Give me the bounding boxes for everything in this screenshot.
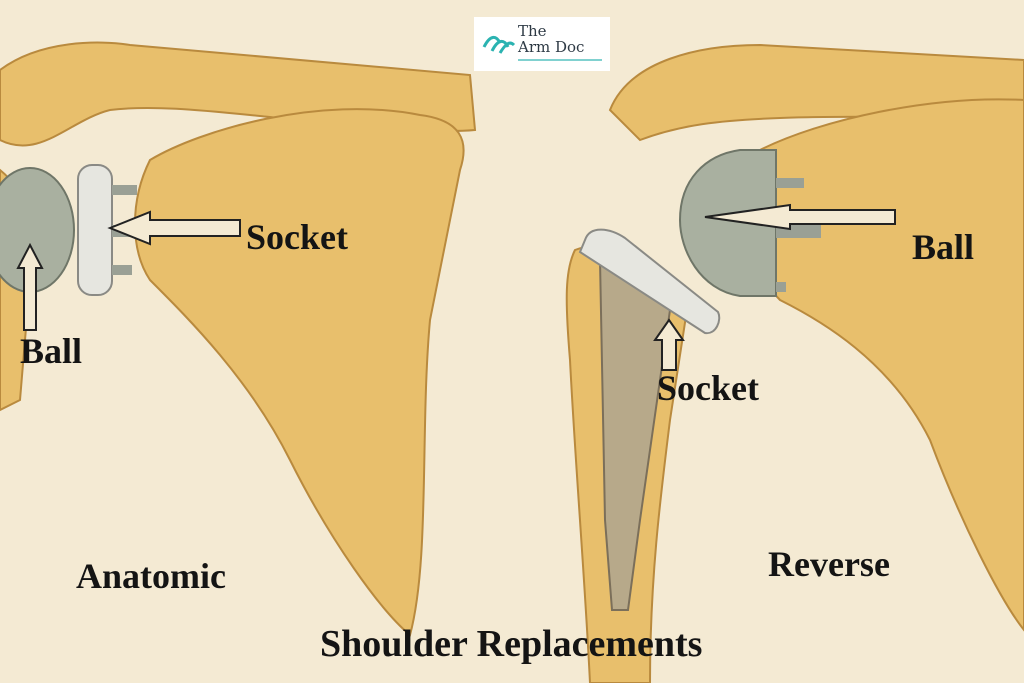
diagram-title: Shoulder Replacements bbox=[320, 623, 703, 665]
reverse-ball-implant bbox=[678, 149, 777, 297]
reverse-socket-implant bbox=[578, 228, 721, 335]
wave-logo-icon bbox=[482, 36, 516, 54]
logo-line1: The bbox=[518, 22, 547, 40]
anatomic-socket-arrow bbox=[107, 210, 241, 246]
reverse-ball-label: Ball bbox=[912, 227, 975, 267]
anatomic-scapula bbox=[134, 108, 465, 637]
logo-tagline bbox=[518, 59, 602, 61]
reverse-socket-label: Socket bbox=[657, 368, 759, 408]
logo-line2: Arm Doc bbox=[518, 38, 585, 56]
anatomic-socket-implant bbox=[77, 164, 113, 296]
reverse-socket-arrow bbox=[653, 318, 685, 371]
anatomic-ball-arrow bbox=[16, 242, 44, 331]
anatomic-socket-label: Socket bbox=[246, 217, 348, 257]
reverse-ball-arrow bbox=[704, 203, 896, 231]
anatomic-label: Anatomic bbox=[76, 556, 226, 596]
anatomic-ball-label: Ball bbox=[20, 331, 83, 371]
reverse-label: Reverse bbox=[768, 544, 890, 584]
